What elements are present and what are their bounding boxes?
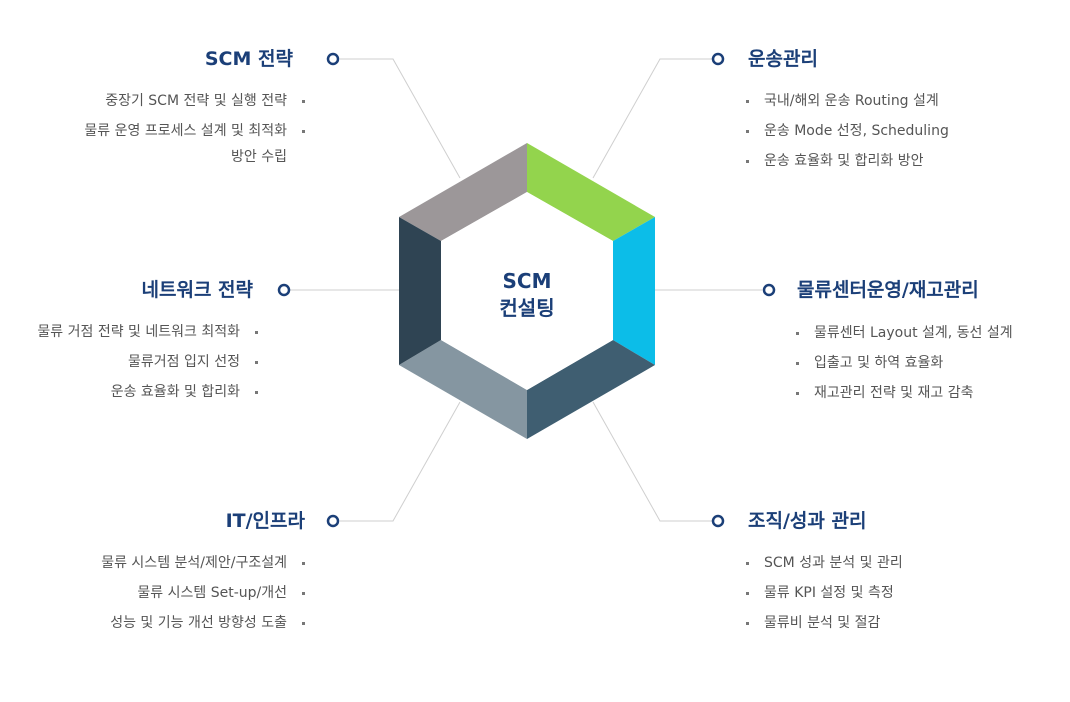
center-label-line2: 컨설팅 bbox=[499, 296, 555, 320]
section-title: IT/인프라 bbox=[225, 510, 305, 532]
list-item: 국내/해외 운송 Routing 설계 bbox=[746, 86, 949, 116]
section-organization-items: SCM 성과 분석 및 관리 물류 KPI 설정 및 측정 물류비 분석 및 절… bbox=[746, 548, 903, 638]
connector-organization bbox=[592, 401, 712, 522]
list-item: 물류 운영 프로세스 설계 및 최적화 bbox=[84, 116, 305, 146]
section-logistics-center: 물류센터운영/재고관리 bbox=[797, 278, 979, 302]
list-item: 중장기 SCM 전략 및 실행 전략 bbox=[84, 86, 305, 116]
section-title: SCM 전략 bbox=[204, 48, 293, 70]
list-item: 물류 거점 전략 및 네트워크 최적화 bbox=[37, 317, 258, 347]
list-item: 물류 시스템 Set-up/개선 bbox=[101, 578, 305, 608]
hex-segment-top-left bbox=[399, 143, 527, 241]
list-item: 물류센터 Layout 설계, 동선 설계 bbox=[796, 318, 1013, 348]
list-item: 물류 KPI 설정 및 측정 bbox=[746, 578, 903, 608]
list-item: 운송 Mode 선정, Scheduling bbox=[746, 116, 949, 146]
list-item: 운송 효율화 및 합리화 bbox=[37, 377, 258, 407]
marker-scm-strategy bbox=[326, 52, 340, 66]
list-item: 운송 효율화 및 합리화 방안 bbox=[746, 146, 949, 176]
list-item: 물류비 분석 및 절감 bbox=[746, 608, 903, 638]
hex-center bbox=[441, 192, 613, 390]
marker-transport bbox=[711, 52, 725, 66]
section-transport-items: 국내/해외 운송 Routing 설계 운송 Mode 선정, Scheduli… bbox=[746, 86, 949, 176]
hex-segment-right bbox=[613, 217, 655, 365]
hex-segment-top-right bbox=[527, 143, 655, 241]
marker-it-infra bbox=[326, 514, 340, 528]
section-network-strategy: 네트워크 전략 bbox=[142, 278, 254, 302]
connector-transport bbox=[592, 58, 712, 179]
section-title: 조직/성과 관리 bbox=[748, 510, 867, 532]
center-label: SCM 컨설팅 bbox=[466, 268, 588, 322]
marker-logistics-center bbox=[762, 283, 776, 297]
section-transport: 운송관리 bbox=[748, 47, 818, 71]
section-title: 물류센터운영/재고관리 bbox=[797, 279, 979, 301]
section-scm-strategy-items: 중장기 SCM 전략 및 실행 전략 물류 운영 프로세스 설계 및 최적화 방… bbox=[84, 86, 305, 168]
center-label-line1: SCM bbox=[502, 269, 552, 293]
hex-segment-bottom-left bbox=[399, 340, 527, 439]
section-it-infra-items: 물류 시스템 분석/제안/구조설계 물류 시스템 Set-up/개선 성능 및 … bbox=[101, 548, 305, 638]
marker-network-strategy bbox=[277, 283, 291, 297]
list-item: 방안 수립 bbox=[231, 149, 287, 165]
connector-it-infra bbox=[340, 401, 461, 522]
section-network-strategy-items: 물류 거점 전략 및 네트워크 최적화 물류거점 입지 선정 운송 효율화 및 … bbox=[37, 317, 258, 407]
section-title: 네트워크 전략 bbox=[141, 279, 254, 301]
section-scm-strategy: SCM 전략 bbox=[205, 47, 307, 71]
list-item: SCM 성과 분석 및 관리 bbox=[746, 548, 903, 578]
section-logistics-center-items: 물류센터 Layout 설계, 동선 설계 입출고 및 하역 효율화 재고관리 … bbox=[796, 318, 1013, 408]
list-item: 물류거점 입지 선정 bbox=[37, 347, 258, 377]
list-item: 입출고 및 하역 효율화 bbox=[796, 348, 1013, 378]
marker-organization bbox=[711, 514, 725, 528]
section-it-infra: IT/인프라 bbox=[226, 509, 305, 533]
connector-scm-strategy bbox=[340, 58, 461, 179]
section-title: 운송관리 bbox=[748, 48, 818, 70]
hex-segment-left bbox=[399, 217, 441, 365]
hex-segment-bottom-right bbox=[527, 340, 655, 439]
list-item: 성능 및 기능 개선 방향성 도출 bbox=[101, 608, 305, 638]
list-item: 재고관리 전략 및 재고 감축 bbox=[796, 378, 1013, 408]
section-organization: 조직/성과 관리 bbox=[748, 509, 866, 533]
list-item: 물류 시스템 분석/제안/구조설계 bbox=[101, 548, 305, 578]
